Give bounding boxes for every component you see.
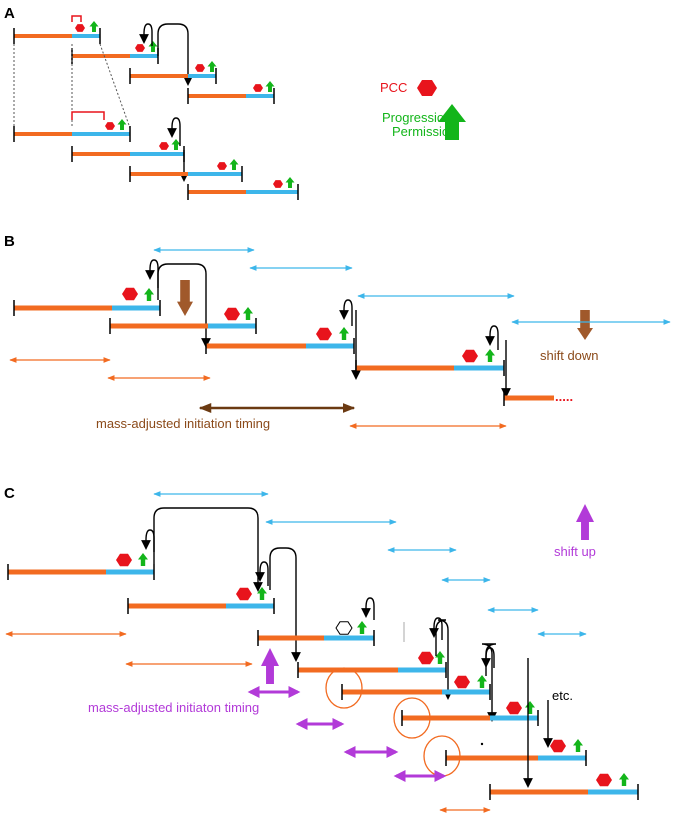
b-cycle4-pcc-icon: [462, 349, 478, 363]
b-cycle2-permission-icon: [243, 307, 253, 320]
shift-down-arrow-icon: [577, 310, 593, 340]
c-small-dot: [480, 742, 484, 746]
a-row2-loop-arrow: [139, 23, 153, 46]
shift-up-arrow-icon: [576, 504, 594, 540]
b-cycle3-loop-arrow: [339, 299, 353, 326]
a-row1-permission-icon: [89, 21, 99, 32]
a-b-row2-permission-icon: [171, 139, 181, 150]
a-b-row2-pcc-icon: [159, 142, 169, 150]
c-cycle2-pcc-icon: [236, 587, 252, 601]
b-shift-down-arrow-1: [177, 280, 193, 316]
diagram-elements: [5, 15, 671, 813]
panel-label-c: C: [4, 485, 15, 502]
c-cycle2-loop-arrow: [255, 561, 269, 586]
shift-up-label: shift up: [554, 544, 596, 559]
legend-progression-line1: Progression: [382, 110, 451, 125]
c-cycle8-pcc-icon: [596, 773, 612, 787]
c-shift-up-arrow-1: [261, 648, 279, 684]
a-row2-permission-icon: [148, 41, 158, 52]
a-b-row3-permission-icon: [229, 159, 239, 170]
a-row2-pcc-icon: [135, 44, 145, 52]
a-b-row4-pcc-icon: [273, 180, 283, 188]
c-orange-circle-1: [325, 667, 363, 709]
legend-progression-line2: Permission: [392, 124, 456, 139]
b-cycle3-pcc-icon: [316, 327, 332, 341]
c-cycle1-loop-arrow: [141, 529, 155, 552]
a-row1-pcc-icon: [75, 24, 85, 32]
a-b-row4-permission-icon: [285, 177, 295, 188]
pcc-hexagon-icon: [417, 80, 437, 96]
b-cycle4-permission-icon: [485, 349, 495, 362]
c-orange-circle-2: [393, 697, 431, 739]
c-cycle6-pcc-icon: [506, 701, 522, 715]
a-row4-permission-icon: [265, 81, 275, 92]
c-cycle4-permission-icon: [435, 651, 445, 664]
b-cycle4-loop-arrow: [485, 325, 499, 350]
c-cycle3-pcc-icon-unfilled: [335, 621, 353, 635]
a-b-row1-permission-icon: [117, 119, 127, 130]
c-cycle1-division-arrow: [153, 507, 263, 592]
c-cycle4-division-arrow: [435, 619, 453, 700]
legend-pcc-label: PCC: [380, 80, 407, 95]
c-cycle7-pcc-icon: [550, 739, 566, 753]
mass-timing-label-b: mass-adjusted initiation timing: [96, 416, 270, 431]
b-cycle1-pcc-icon: [122, 287, 138, 301]
a-guide-right: [99, 43, 131, 129]
a-row4-pcc-icon: [253, 84, 263, 92]
continuation-dots: .....: [555, 389, 573, 404]
a-b-red-bracket: [71, 111, 105, 120]
a-row3-permission-icon: [207, 61, 217, 72]
b-cycle3-permission-icon: [339, 327, 349, 340]
c-cycle1-pcc-icon: [116, 553, 132, 567]
a-b-row2-loop-arrow: [167, 117, 181, 146]
c-cycle4-pcc-icon: [418, 651, 434, 665]
c-cycle5-permission-icon: [477, 675, 487, 688]
c-cycle7-permission-icon: [573, 739, 583, 752]
c-cycle6-permission-icon: [525, 701, 535, 714]
permission-arrow-icon: [438, 104, 466, 140]
panel-label-a: A: [4, 5, 15, 22]
a-row1-red-bracket: [71, 15, 82, 22]
b-cycle1-permission-icon: [144, 288, 154, 301]
c-cycle1-permission-icon: [138, 553, 148, 566]
a-b-row1-pcc-icon: [105, 122, 115, 130]
a-b-row3-pcc-icon: [217, 162, 227, 170]
c-cycle8-permission-icon: [619, 773, 629, 786]
a-row3-pcc-icon: [195, 64, 205, 72]
c-cycle3-permission-icon: [357, 621, 367, 634]
a-row2-division-arrow: [157, 23, 193, 86]
c-cycle4-loop-arrow: [429, 617, 443, 640]
c-cycle5-pcc-icon: [454, 675, 470, 689]
b-cycle1-loop-arrow: [145, 259, 159, 288]
shift-down-label: shift down: [540, 348, 599, 363]
panel-label-b: B: [4, 233, 15, 250]
b-cycle2-pcc-icon: [224, 307, 240, 321]
mass-timing-label-c: mass-adjusted initiaton timing: [88, 700, 259, 715]
c-cycle2-permission-icon: [257, 587, 267, 600]
c-cycle3-loop-arrow: [361, 597, 375, 620]
c-cycle2-division-arrow: [269, 547, 301, 662]
etc-label: etc.: [552, 688, 573, 703]
c-cycle5-loop-arrow: [481, 647, 495, 668]
